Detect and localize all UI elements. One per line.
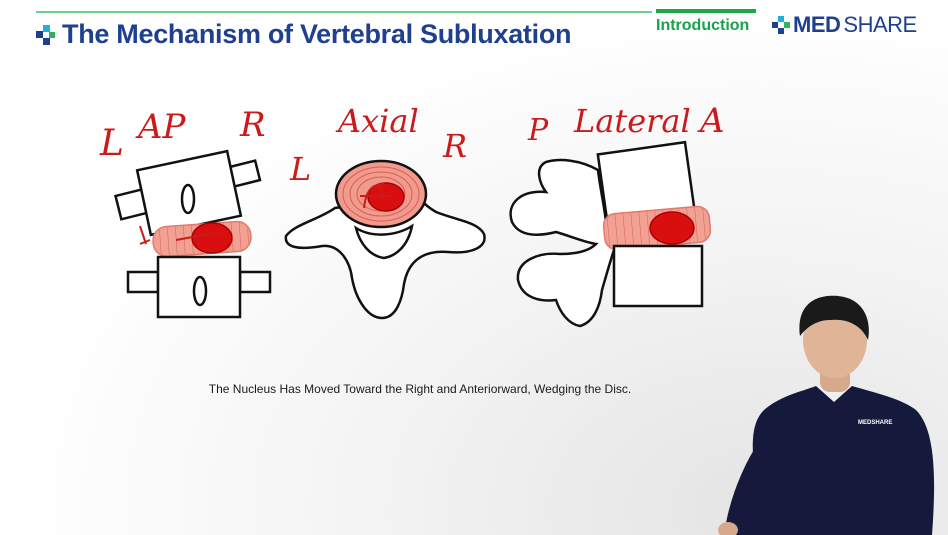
label-view-ap: AP	[135, 107, 187, 147]
label-anterior: A	[697, 101, 725, 141]
label-view-axial: Axial	[335, 102, 419, 140]
presenter-figure: MEDSHARE	[718, 295, 935, 535]
section-rule	[656, 9, 756, 13]
logo-squares-icon	[36, 25, 55, 45]
label-view-lateral: Lateral	[573, 102, 691, 140]
label-posterior: P	[527, 113, 549, 148]
ap-view	[114, 149, 272, 319]
label-left-side: L	[99, 123, 124, 164]
shirt-logo: MEDSHARE	[858, 420, 892, 426]
axial-view	[284, 159, 486, 320]
label-right-side: R	[239, 105, 266, 145]
brand-text-bold: MED	[793, 12, 841, 37]
brand-squares-icon	[772, 16, 790, 34]
lateral-view	[509, 140, 712, 328]
label-axial-left: L	[289, 150, 311, 188]
page-title: The Mechanism of Vertebral Subluxation	[36, 17, 572, 51]
section-label: Introduction	[656, 17, 750, 34]
label-axial-right: R	[442, 127, 467, 165]
page-title-text: The Mechanism of Vertebral Subluxation	[62, 18, 572, 49]
diagram-caption: The Nucleus Has Moved Toward the Right a…	[208, 382, 632, 396]
brand-text-light: SHARE	[843, 12, 917, 37]
header-rule	[36, 11, 652, 13]
